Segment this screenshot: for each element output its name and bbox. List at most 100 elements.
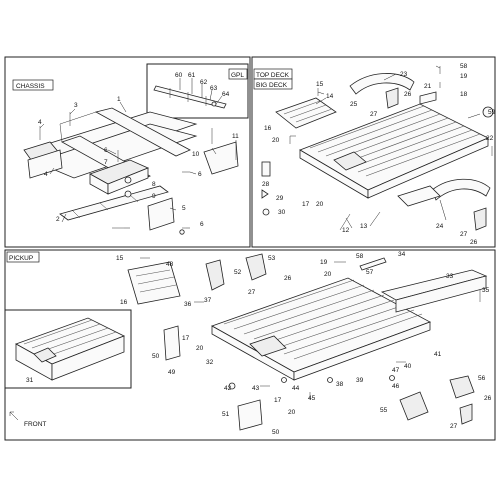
callout-2: 2 bbox=[56, 216, 60, 223]
callout-20-deck-a: 20 bbox=[272, 137, 280, 144]
callout-29: 29 bbox=[276, 195, 284, 202]
callout-36: 36 bbox=[184, 301, 192, 308]
callout-22: 22 bbox=[486, 135, 494, 142]
callout-61: 61 bbox=[188, 72, 196, 79]
pickup-inset-drawing bbox=[15, 317, 125, 381]
callout-6c: 6 bbox=[200, 221, 204, 228]
callout-32: 32 bbox=[206, 359, 214, 366]
callout-39: 39 bbox=[356, 377, 364, 384]
callout-20-pickup-c: 20 bbox=[288, 409, 296, 416]
callout-57: 57 bbox=[366, 269, 374, 276]
big-deck-tag: BIG DECK bbox=[256, 82, 288, 89]
callout-8: 8 bbox=[152, 181, 156, 188]
callout-64: 64 bbox=[222, 91, 230, 98]
callout-40: 40 bbox=[404, 363, 412, 370]
callout-33: 33 bbox=[446, 273, 454, 280]
callout-52: 52 bbox=[234, 269, 242, 276]
gpl-drawing bbox=[153, 85, 227, 109]
callout-4a: 4 bbox=[38, 119, 42, 126]
callout-37: 37 bbox=[204, 297, 212, 304]
pickup-inset-frame bbox=[4, 309, 132, 389]
callout-53: 53 bbox=[268, 255, 276, 262]
callout-20-pickup-a: 20 bbox=[324, 271, 332, 278]
callout-62: 62 bbox=[200, 79, 208, 86]
section-tags: CHASSIS GPL TOP DECK BIG DECK PICKUP FRO… bbox=[6, 68, 293, 428]
callout-24: 24 bbox=[436, 223, 444, 230]
callout-58-pickup: 58 bbox=[356, 253, 364, 260]
callout-16-deck: 16 bbox=[264, 125, 272, 132]
callout-27-deck-bottom: 27 bbox=[460, 231, 468, 238]
callout-41: 41 bbox=[434, 351, 442, 358]
callout-14: 14 bbox=[326, 93, 334, 100]
callout-20-deck-b: 20 bbox=[316, 201, 324, 208]
chassis-drawing bbox=[23, 107, 239, 235]
callout-60: 60 bbox=[175, 72, 183, 79]
callout-23: 23 bbox=[400, 71, 408, 78]
callout-20-pickup-b: 20 bbox=[196, 345, 204, 352]
callout-27-deck-top: 27 bbox=[370, 111, 378, 118]
callout-45: 45 bbox=[308, 395, 316, 402]
callout-31: 31 bbox=[26, 377, 34, 384]
callout-15-deck: 15 bbox=[316, 81, 324, 88]
callout-numbers: 1 2 3 4 4 5 6 6 6 7 8 9 10 11 60 61 62 6… bbox=[26, 63, 496, 436]
callout-6b: 6 bbox=[198, 171, 202, 178]
callout-49: 49 bbox=[168, 369, 176, 376]
callout-17-pickup-a: 17 bbox=[182, 335, 190, 342]
callout-58-deck: 58 bbox=[460, 63, 468, 70]
callout-19-deck: 19 bbox=[460, 73, 468, 80]
callout-50-pickup-a: 50 bbox=[152, 353, 160, 360]
deck-frame bbox=[251, 56, 496, 248]
pickup-drawing bbox=[127, 253, 488, 431]
callout-4b: 4 bbox=[44, 171, 48, 178]
callout-59: 59 bbox=[488, 109, 496, 116]
callout-26-deck-top: 26 bbox=[404, 91, 412, 98]
callout-11: 11 bbox=[232, 133, 239, 140]
callout-42: 42 bbox=[224, 385, 232, 392]
callout-55: 55 bbox=[380, 407, 388, 414]
callout-63: 63 bbox=[210, 85, 218, 92]
callout-10: 10 bbox=[192, 151, 200, 158]
callout-30: 30 bbox=[278, 209, 286, 216]
callout-26-deck-bottom: 26 bbox=[470, 239, 478, 246]
callout-38: 38 bbox=[336, 381, 344, 388]
section-frames bbox=[4, 56, 496, 441]
callout-56: 56 bbox=[478, 375, 486, 382]
callout-25: 25 bbox=[350, 101, 358, 108]
callout-47: 47 bbox=[392, 367, 400, 374]
front-label: FRONT bbox=[24, 421, 46, 428]
callout-26-pickup-a: 26 bbox=[284, 275, 292, 282]
callout-15-pickup: 15 bbox=[116, 255, 124, 262]
gpl-frame bbox=[146, 63, 249, 119]
callout-27-pickup-a: 27 bbox=[248, 289, 256, 296]
callout-13: 13 bbox=[360, 223, 368, 230]
callout-35: 35 bbox=[482, 287, 490, 294]
callout-34: 34 bbox=[398, 251, 406, 258]
callout-26-pickup-b: 26 bbox=[484, 395, 492, 402]
callout-17-deck: 17 bbox=[302, 201, 310, 208]
chassis-tag: CHASSIS bbox=[16, 83, 45, 90]
callout-28: 28 bbox=[262, 181, 270, 188]
callout-19-pickup: 19 bbox=[320, 259, 328, 266]
callout-3: 3 bbox=[74, 102, 78, 109]
callout-17-pickup-b: 17 bbox=[274, 397, 282, 404]
callout-51: 51 bbox=[222, 411, 230, 418]
callout-21: 21 bbox=[424, 83, 432, 90]
callout-1: 1 bbox=[117, 96, 121, 103]
front-arrow-icon bbox=[9, 411, 19, 421]
pickup-tag: PICKUP bbox=[9, 255, 33, 262]
deck-drawing bbox=[261, 66, 494, 231]
callout-7: 7 bbox=[104, 159, 108, 166]
callout-44: 44 bbox=[292, 385, 300, 392]
callout-9: 9 bbox=[152, 193, 156, 200]
callout-5: 5 bbox=[182, 205, 186, 212]
callout-18: 18 bbox=[460, 91, 468, 98]
callout-leaders bbox=[39, 65, 481, 229]
callout-43: 43 bbox=[252, 385, 260, 392]
callout-16-pickup: 16 bbox=[120, 299, 128, 306]
callout-50-pickup-b: 50 bbox=[272, 429, 280, 436]
callout-48: 48 bbox=[166, 261, 174, 268]
callout-6a: 6 bbox=[104, 147, 108, 154]
chassis-frame bbox=[4, 56, 251, 248]
gpl-tag: GPL bbox=[231, 72, 244, 79]
